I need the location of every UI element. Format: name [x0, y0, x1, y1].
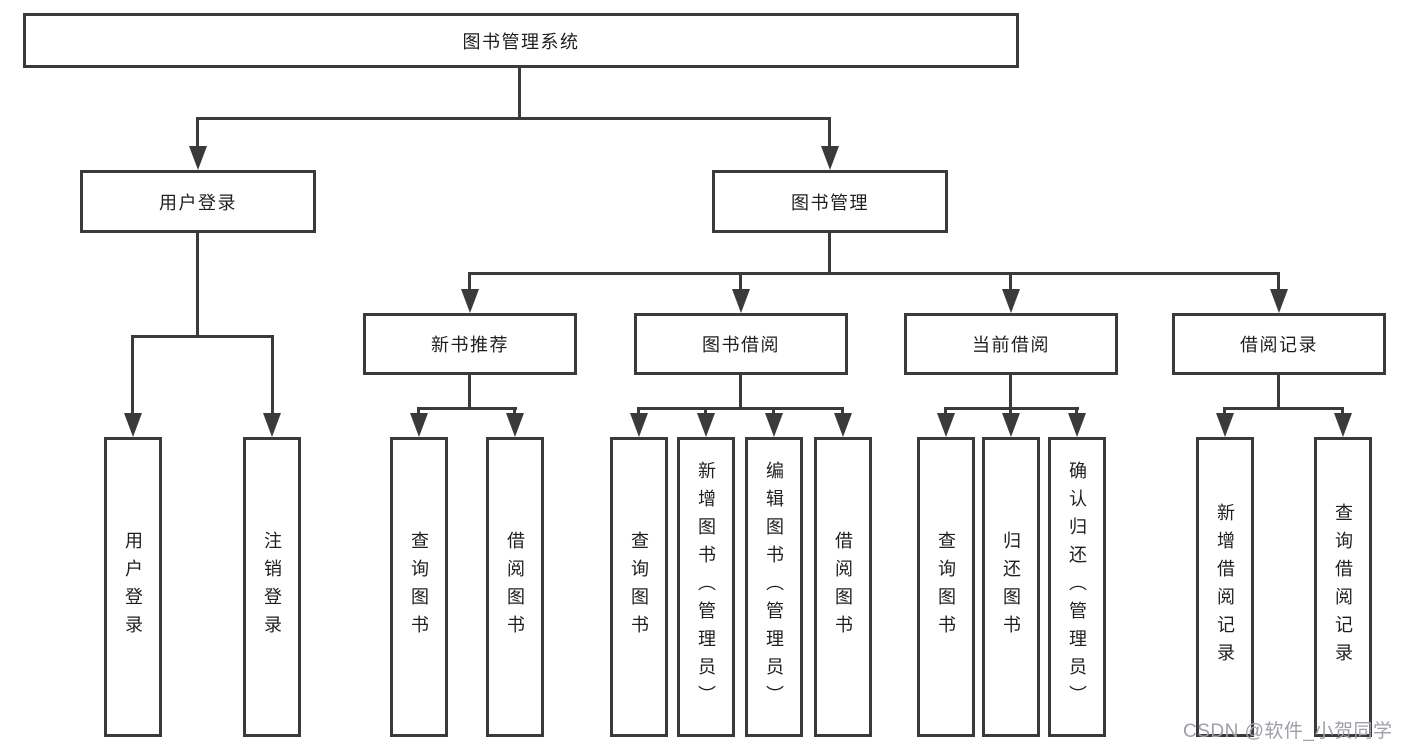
connector-line — [417, 407, 420, 417]
connector-line — [828, 233, 831, 274]
connector-line — [468, 272, 1280, 275]
node-book-management: 图书管理 — [712, 170, 948, 233]
connector-line — [1223, 407, 1344, 410]
node-current-borrowing: 当前借阅 — [904, 313, 1118, 375]
arrow-down-icon — [732, 289, 750, 313]
node-borrowing-records: 借阅记录 — [1172, 313, 1386, 375]
node-label: 图书借阅 — [702, 335, 780, 355]
connector-line — [944, 407, 947, 417]
leaf-query-books-current: 查询图书 — [917, 437, 975, 737]
arrow-down-icon — [765, 413, 783, 437]
arrow-down-icon — [1216, 413, 1234, 437]
connector-line — [1009, 407, 1012, 417]
arrow-down-icon — [821, 146, 839, 170]
connector-line — [1009, 272, 1012, 292]
arrow-down-icon — [1002, 413, 1020, 437]
leaf-label: 查询借阅记录 — [1333, 503, 1353, 671]
arrow-down-icon — [834, 413, 852, 437]
connector-line — [518, 68, 521, 118]
arrow-down-icon — [1002, 289, 1020, 313]
connector-line — [468, 272, 471, 292]
csdn-watermark: CSDN @软件_小贺同学 — [1183, 721, 1393, 742]
connector-line — [1075, 407, 1078, 417]
connector-line — [828, 117, 831, 151]
node-new-book-recommendation: 新书推荐 — [363, 313, 577, 375]
connector-line — [772, 407, 775, 417]
leaf-label: 查询图书 — [936, 531, 956, 643]
arrow-down-icon — [1270, 289, 1288, 313]
connector-line — [196, 117, 199, 151]
connector-line — [1341, 407, 1344, 417]
connector-line — [1277, 375, 1280, 410]
node-label: 用户登录 — [159, 192, 237, 213]
node-label: 当前借阅 — [972, 335, 1050, 355]
leaf-add-book-admin: 新增图书（管理员） — [677, 437, 735, 737]
node-library-management-system: 图书管理系统 — [23, 13, 1019, 68]
leaf-borrow-books-recommend: 借阅图书 — [486, 437, 544, 737]
arrow-down-icon — [461, 289, 479, 313]
leaf-label: 用户登录 — [123, 531, 143, 643]
leaf-return-books: 归还图书 — [982, 437, 1040, 737]
leaf-label: 借阅图书 — [833, 531, 853, 643]
node-user-login: 用户登录 — [80, 170, 316, 233]
leaf-label: 查询图书 — [409, 531, 429, 643]
leaf-user-login: 用户登录 — [104, 437, 162, 737]
arrow-down-icon — [189, 146, 207, 170]
connector-line — [841, 407, 844, 417]
leaf-add-borrow-record: 新增借阅记录 — [1196, 437, 1254, 737]
arrow-down-icon — [124, 413, 142, 437]
arrow-down-icon — [506, 413, 524, 437]
connector-line — [637, 407, 640, 417]
connector-line — [1223, 407, 1226, 417]
leaf-label: 编辑图书（管理员） — [764, 461, 784, 713]
leaf-label: 确认归还（管理员） — [1067, 461, 1087, 713]
arrow-down-icon — [263, 413, 281, 437]
leaf-edit-book-admin: 编辑图书（管理员） — [745, 437, 803, 737]
arrow-down-icon — [1334, 413, 1352, 437]
connector-line — [739, 272, 742, 292]
connector-line — [704, 407, 707, 417]
node-label: 图书管理系统 — [462, 31, 580, 52]
connector-line — [1277, 272, 1280, 292]
connector-line — [271, 335, 274, 415]
connector-line — [131, 335, 134, 415]
arrow-down-icon — [630, 413, 648, 437]
connector-line — [739, 375, 742, 410]
node-label: 借阅记录 — [1240, 335, 1318, 355]
connector-line — [131, 335, 274, 338]
leaf-logout: 注销登录 — [243, 437, 301, 737]
connector-line — [513, 407, 516, 417]
leaf-confirm-return-admin: 确认归还（管理员） — [1048, 437, 1106, 737]
arrow-down-icon — [1068, 413, 1086, 437]
arrow-down-icon — [697, 413, 715, 437]
connector-line — [468, 375, 471, 410]
connector-line — [417, 407, 517, 410]
leaf-label: 查询图书 — [629, 531, 649, 643]
connector-line — [196, 117, 831, 120]
node-label: 图书管理 — [791, 192, 869, 213]
arrow-down-icon — [410, 413, 428, 437]
leaf-label: 注销登录 — [262, 531, 282, 643]
connector-line — [637, 407, 844, 410]
leaf-borrow-books: 借阅图书 — [814, 437, 872, 737]
leaf-label: 新增图书（管理员） — [696, 461, 716, 713]
leaf-query-books-borrowing: 查询图书 — [610, 437, 668, 737]
arrow-down-icon — [937, 413, 955, 437]
leaf-label: 归还图书 — [1001, 531, 1021, 643]
node-label: 新书推荐 — [431, 335, 509, 355]
connector-line — [1009, 375, 1012, 410]
leaf-query-books-recommend: 查询图书 — [390, 437, 448, 737]
leaf-query-borrow-record: 查询借阅记录 — [1314, 437, 1372, 737]
leaf-label: 新增借阅记录 — [1215, 503, 1235, 671]
leaf-label: 借阅图书 — [505, 531, 525, 643]
connector-line — [196, 233, 199, 337]
node-book-borrowing: 图书借阅 — [634, 313, 848, 375]
